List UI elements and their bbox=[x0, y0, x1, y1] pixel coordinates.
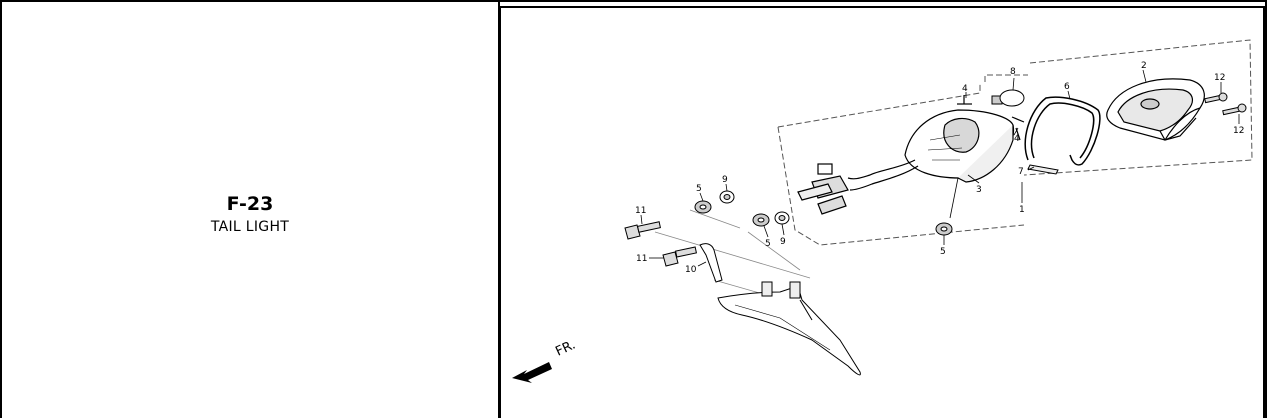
front-arrow-icon bbox=[512, 362, 552, 383]
strip-part bbox=[1027, 164, 1059, 175]
callout-9a: 9 bbox=[722, 175, 728, 185]
callout-3: 3 bbox=[976, 185, 982, 195]
callout-labels: 1 2 3 4 4 5 5 5 6 7 8 9 9 10 11 11 12 12 bbox=[635, 61, 1244, 275]
bolt-part bbox=[624, 221, 697, 267]
section-name: TAIL LIGHT bbox=[210, 219, 290, 235]
bulb-part bbox=[991, 89, 1025, 107]
assembly-outline bbox=[777, 39, 1253, 246]
callout-5c: 5 bbox=[940, 247, 946, 257]
callout-10: 10 bbox=[685, 265, 697, 275]
section-code: F-23 bbox=[226, 193, 274, 215]
callout-4b: 4 bbox=[1014, 134, 1020, 144]
lens-part bbox=[1106, 78, 1205, 141]
leader-lines bbox=[640, 69, 1240, 267]
wire-harness bbox=[797, 159, 919, 215]
callout-7: 7 bbox=[1018, 167, 1024, 177]
bracket-part bbox=[699, 243, 723, 283]
callout-6: 6 bbox=[1064, 82, 1070, 92]
callout-2: 2 bbox=[1141, 61, 1147, 71]
callout-11b: 11 bbox=[636, 254, 647, 264]
callout-8: 8 bbox=[1010, 67, 1016, 77]
callout-11a: 11 bbox=[635, 206, 646, 216]
callout-5b: 5 bbox=[765, 239, 771, 249]
callout-4a: 4 bbox=[962, 84, 968, 94]
front-direction-label: FR. bbox=[553, 337, 578, 359]
callout-5a: 5 bbox=[696, 184, 702, 194]
callout-12b: 12 bbox=[1233, 126, 1244, 136]
callout-1: 1 bbox=[1019, 205, 1025, 215]
diagram-panel bbox=[499, 6, 1265, 418]
gasket-part bbox=[1024, 96, 1101, 166]
housing-part bbox=[904, 109, 1015, 219]
fender-part bbox=[717, 281, 861, 376]
callout-12a: 12 bbox=[1214, 73, 1225, 83]
callout-9b: 9 bbox=[780, 237, 786, 247]
screw-part bbox=[1204, 92, 1247, 116]
